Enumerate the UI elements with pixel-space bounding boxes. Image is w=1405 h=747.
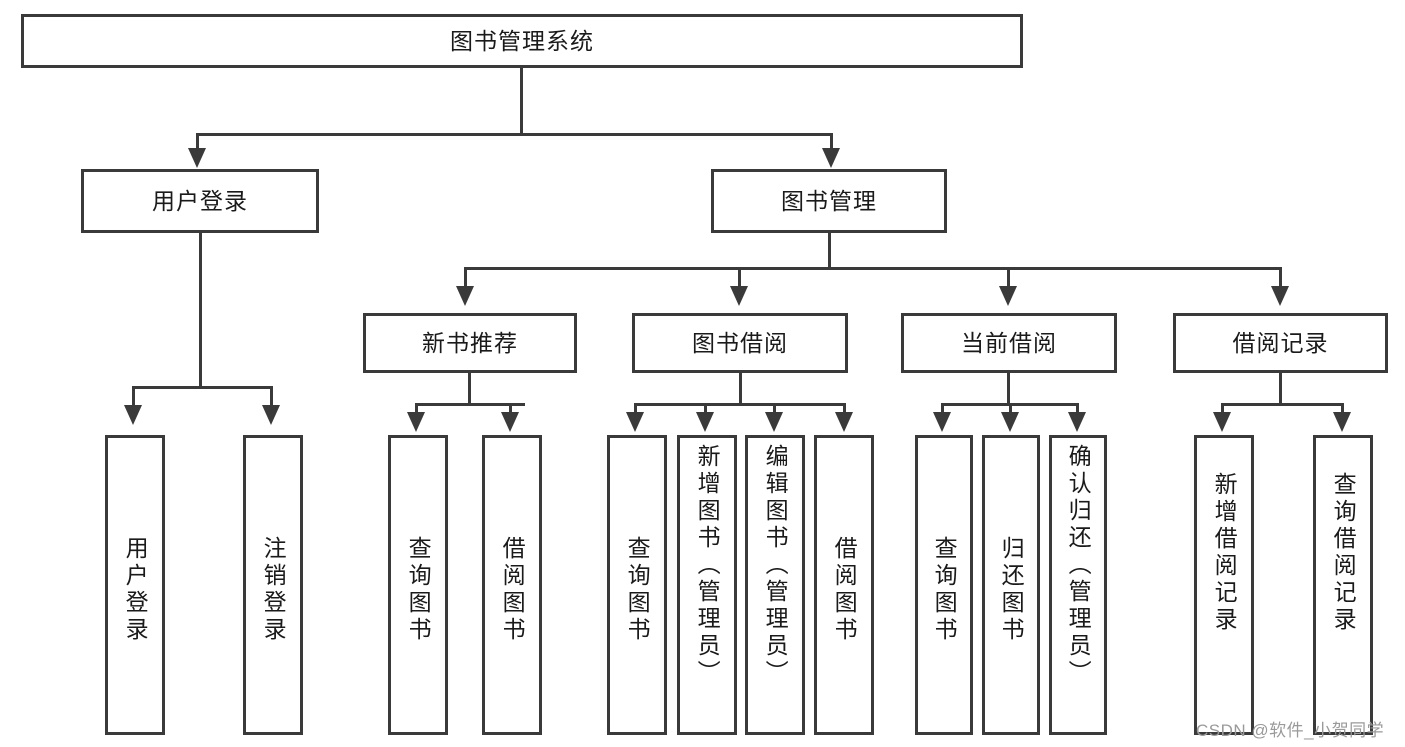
leaf-label: 归还图书 [998,536,1025,644]
arrow-to-current-borrow [999,286,1017,306]
arrow-to-leaf-confirm-return [1068,412,1086,432]
node-root[interactable]: 图书管理系统 [21,14,1023,68]
connector-borrowrecord-bus [1221,403,1343,406]
connector-level2-drop-4 [1279,267,1282,289]
leaf-logout[interactable]: 注销登录 [243,435,303,735]
leaf-label: 注销登录 [260,536,287,644]
arrow-to-leaf-user-login [124,405,142,425]
leaf-return-book[interactable]: 归还图书 [982,435,1040,735]
arrow-to-leaf-query-book-1 [407,412,425,432]
leaf-borrow-book[interactable]: 借阅图书 [814,435,874,735]
arrow-to-leaf-add-record [1213,412,1231,432]
leaf-label: 查询图书 [931,536,958,644]
leaf-label: 查询借阅记录 [1330,472,1357,634]
leaf-label: 借阅图书 [831,536,858,644]
node-level2-new-book-rec[interactable]: 新书推荐 [363,313,577,373]
connector-level1-bus [196,133,833,136]
connector-currentborrow-stem [1007,373,1010,406]
connector-newbook-stem [468,373,471,406]
leaf-label: 新增借阅记录 [1211,472,1238,634]
leaf-query-book-current[interactable]: 查询图书 [915,435,973,735]
connector-bookborrow-drop-2 [704,403,707,415]
leaf-label: 借阅图书 [499,536,526,644]
leaf-query-book-newrec[interactable]: 查询图书 [388,435,448,735]
connector-userlogin-bus [132,386,270,389]
leaf-query-book-borrow[interactable]: 查询图书 [607,435,667,735]
connector-userlogin-drop-2 [270,386,273,408]
connector-bookmgmt-stem [828,233,831,270]
arrow-to-leaf-query-record [1333,412,1351,432]
connector-currentborrow-drop-1 [941,403,944,415]
leaf-borrow-book-newrec[interactable]: 借阅图书 [482,435,542,735]
connector-newbook-drop-1 [415,403,418,415]
node-label: 用户登录 [152,187,248,214]
node-level1-book-mgmt[interactable]: 图书管理 [711,169,947,233]
leaf-user-login[interactable]: 用户登录 [105,435,165,735]
leaf-query-borrow-record[interactable]: 查询借阅记录 [1313,435,1373,735]
arrow-to-leaf-edit-book [765,412,783,432]
node-level1-user-login[interactable]: 用户登录 [81,169,319,233]
connector-userlogin-drop-1 [132,386,135,408]
leaf-label: 编辑图书（管理员） [762,444,789,687]
connector-newbook-bus [415,403,525,406]
node-label: 新书推荐 [422,329,518,356]
watermark: CSDN @软件_小贺同学 [1196,721,1385,740]
arrow-to-book-borrow [730,286,748,306]
arrow-to-leaf-return-book [1001,412,1019,432]
connector-userlogin-stem [199,233,202,388]
arrow-to-leaf-query-book-3 [933,412,951,432]
leaf-add-borrow-record[interactable]: 新增借阅记录 [1194,435,1254,735]
connector-level1-drop-1 [196,133,199,153]
connector-level2-bus [464,267,1280,270]
arrow-to-leaf-borrow-book-2 [835,412,853,432]
leaf-add-book-admin[interactable]: 新增图书（管理员） [677,435,737,735]
arrow-to-user-login [188,148,206,168]
arrow-to-leaf-logout [262,405,280,425]
node-level2-borrow-record[interactable]: 借阅记录 [1173,313,1388,373]
connector-level2-drop-3 [1007,267,1010,289]
connector-level2-drop-1 [464,267,467,289]
connector-newbook-drop-2 [509,403,512,415]
connector-level1-drop-2 [830,133,833,153]
connector-currentborrow-drop-3 [1076,403,1079,415]
node-label: 当前借阅 [961,329,1057,356]
leaf-label: 用户登录 [122,536,149,644]
leaf-label: 确认归还（管理员） [1065,444,1092,687]
leaf-label: 新增图书（管理员） [694,444,721,687]
connector-borrowrecord-drop-2 [1341,403,1344,415]
node-level2-current-borrow[interactable]: 当前借阅 [901,313,1117,373]
node-label: 借阅记录 [1232,329,1329,356]
node-label: 图书管理 [781,187,877,214]
arrow-to-borrow-record [1271,286,1289,306]
leaf-confirm-return-admin[interactable]: 确认归还（管理员） [1049,435,1107,735]
leaf-edit-book-admin[interactable]: 编辑图书（管理员） [745,435,805,735]
arrow-to-book-mgmt [822,148,840,168]
connector-bookborrow-bus [634,403,846,406]
leaf-label: 查询图书 [624,536,651,644]
connector-borrowrecord-drop-1 [1221,403,1224,415]
node-label: 图书借阅 [692,329,788,356]
arrow-to-new-book-rec [456,286,474,306]
node-level2-book-borrow[interactable]: 图书借阅 [632,313,848,373]
arrow-to-leaf-borrow-book-1 [501,412,519,432]
node-label: 图书管理系统 [450,27,594,54]
connector-bookborrow-drop-4 [843,403,846,415]
connector-borrowrecord-stem [1279,373,1282,406]
connector-root-stem [520,68,523,136]
connector-level2-drop-2 [738,267,741,289]
connector-bookborrow-drop-3 [773,403,776,415]
connector-currentborrow-drop-2 [1009,403,1012,415]
leaf-label: 查询图书 [405,536,432,644]
arrow-to-leaf-add-book [696,412,714,432]
connector-bookborrow-drop-1 [634,403,637,415]
connector-bookborrow-stem [739,373,742,406]
arrow-to-leaf-query-book-2 [626,412,644,432]
